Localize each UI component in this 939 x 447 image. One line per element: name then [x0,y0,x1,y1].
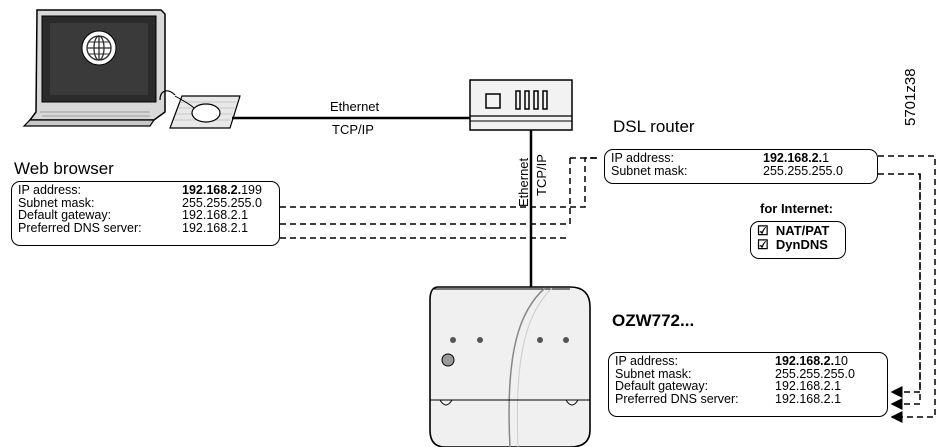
browser-dns-row: Preferred DNS server: 192.168.2.1 [18,220,249,235]
figure-id: 5701z38 [902,68,919,126]
checkbox-checked-icon: ☑ [757,223,769,238]
ethernet-label: Ethernet [330,99,380,114]
router-title: DSL router [613,117,695,136]
router-subnet-row: Subnet mask: 255.255.255.0 [611,163,843,178]
router-ip-row: IP address: 192.168.2.1 [611,151,830,165]
feature-dyndns: ☑ DynDNS [757,237,828,252]
ozw-title: OZW772... [612,311,695,330]
laptop-computer-icon [22,9,176,127]
internet-features-box: ☑ NAT/PAT ☑ DynDNS [750,221,846,259]
ozw-ip-row: IP address: 192.168.2.10 [615,354,848,368]
checkbox-checked-icon: ☑ [757,237,769,252]
vertical-ethernet-label: Ethernet [516,157,531,207]
globe-icon [81,30,117,66]
router-settings-box: IP address: 192.168.2.1 Subnet mask: 255… [604,149,878,184]
ozw-settings-box: IP address: 192.168.2.10 Subnet mask: 25… [608,352,888,417]
web-browser-settings-box: IP address: 192.168.2.199 Subnet mask: 2… [11,181,280,246]
for-internet-label: for Internet: [760,201,833,216]
browser-subnet-row: Subnet mask: 255.255.255.0 [18,195,262,210]
mouse-icon [169,95,241,129]
router-ozw-dashed-links [878,155,936,423]
ozw772-device-icon [429,286,591,447]
ozw-gateway-row: Default gateway: 192.168.2.1 [615,379,842,393]
vertical-tcpip-label: TCP/IP [534,154,549,196]
web-browser-title: Web browser [14,159,114,178]
ozw-subnet-row: Subnet mask: 255.255.255.0 [615,366,855,381]
tcpip-label: TCP/IP [332,122,374,137]
ozw-dns-row: Preferred DNS server: 192.168.2.1 [615,391,842,406]
browser-ip-row: IP address: 192.168.2.199 [18,183,262,197]
router-icon [469,79,573,131]
browser-gateway-row: Default gateway: 192.168.2.1 [18,208,249,222]
feature-nat-pat: ☑ NAT/PAT [757,223,830,238]
browser-router-dashed-links [280,157,600,239]
